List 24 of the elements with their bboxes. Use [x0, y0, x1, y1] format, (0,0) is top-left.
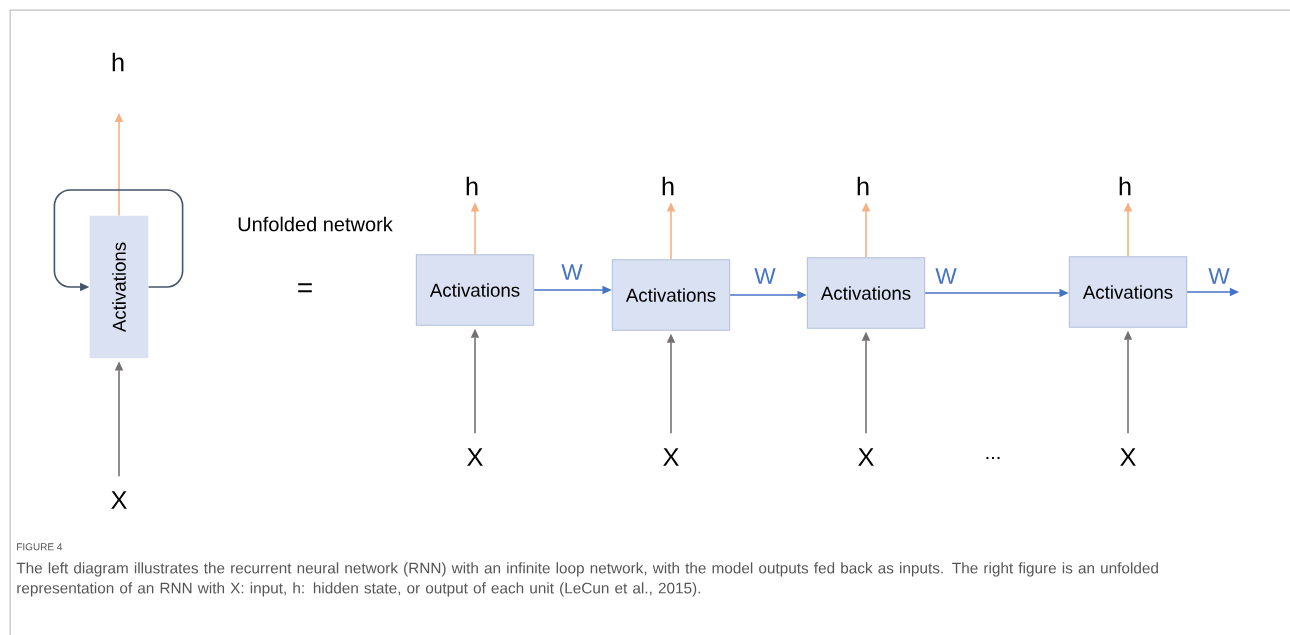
edge-label: W — [560, 262, 585, 282]
variable-label: h — [857, 176, 869, 196]
variable-label: X — [1120, 448, 1136, 466]
equals-sign: = — [298, 283, 312, 293]
variable-label: X — [111, 491, 127, 509]
edge-label: W — [1206, 266, 1232, 286]
variable-label: h — [112, 52, 124, 72]
edge-label: W — [752, 266, 778, 286]
variable-label: h — [1119, 176, 1131, 196]
activation-box: Activations — [806, 257, 926, 329]
variable-label: X — [663, 448, 679, 466]
variable-label: h — [466, 176, 478, 196]
variable-label: h — [662, 176, 674, 196]
caption: The left diagram illustrates the recurrent neural network (RNN) with an infinite loop network, with the model outputs fed back as inputs. The right figure is an unfolded representation of an RNN with X: input, h: hidden state, or output of each unit (LeCun et al., 2015). — [16, 562, 1158, 597]
ellipsis: ... — [986, 456, 1000, 460]
activation-box: Activations — [89, 215, 149, 359]
variable-label: X — [858, 448, 874, 466]
figure-number: FIGURE 4 — [17, 543, 63, 551]
variable-label: X — [467, 448, 483, 466]
activation-box: Activations — [1068, 256, 1188, 328]
activation-box: Activations — [415, 254, 535, 326]
edge-label: W — [933, 266, 959, 286]
activation-box: Activations — [611, 259, 731, 331]
section-label: Unfolded network — [238, 216, 393, 232]
